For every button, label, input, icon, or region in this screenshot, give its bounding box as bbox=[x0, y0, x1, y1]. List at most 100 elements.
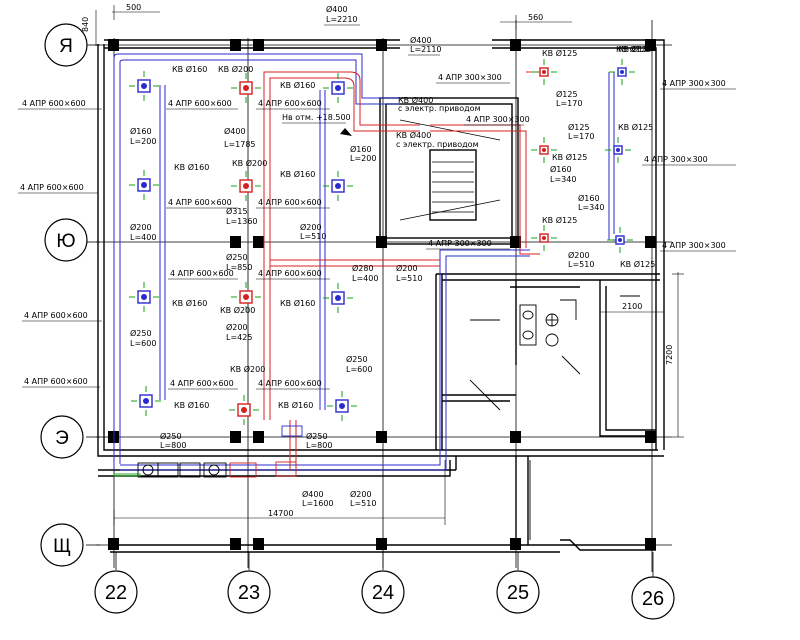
duct-annotation: L=170 bbox=[556, 99, 582, 108]
exhaust-diffuser-icon bbox=[323, 171, 353, 201]
exhaust-ducts bbox=[113, 53, 620, 471]
duct-annotation: 4 АПР 300×300 bbox=[662, 241, 726, 250]
duct-annotation: КВ Ø200 bbox=[232, 158, 267, 168]
walls bbox=[97, 39, 665, 553]
duct-annotation: Ø200 bbox=[300, 222, 322, 232]
duct-annotation: КВ Ø125 bbox=[542, 48, 577, 58]
duct-annotation: КВ Ø125 bbox=[552, 152, 587, 162]
supply-diffuser-icon bbox=[231, 282, 261, 312]
duct-annotation: 4 АПР 600×600 bbox=[170, 269, 234, 278]
duct-annotation: Ø250 bbox=[306, 431, 328, 441]
exhaust-diffuser-icon bbox=[609, 59, 635, 85]
svg-text:25: 25 bbox=[507, 582, 529, 604]
duct-annotation: Ø200 bbox=[568, 250, 590, 260]
duct-annotation: Ø315 bbox=[226, 206, 248, 216]
duct-annotation: L=170 bbox=[568, 132, 594, 141]
row-axis-bubble: Ю bbox=[44, 218, 88, 262]
duct-annotation: 4 АПР 600×600 bbox=[258, 379, 322, 388]
axis-leaders bbox=[86, 44, 654, 578]
row-axis-bubble: Я bbox=[44, 23, 88, 67]
duct-annotation: КВ Ø160 bbox=[280, 169, 315, 179]
duct-annotation: КВ Ø160 bbox=[172, 64, 207, 74]
svg-text:22: 22 bbox=[105, 582, 127, 604]
duct-annotation: 4 АПР 300×300 bbox=[466, 115, 530, 124]
duct-annotation: Нв отм. +18.500 bbox=[282, 113, 351, 122]
duct-annotation: 4 АПР 600×600 bbox=[24, 311, 88, 320]
duct-annotation: Ø160 bbox=[350, 144, 372, 154]
svg-text:Ю: Ю bbox=[56, 231, 75, 252]
duct-annotation: КВ Ø160 bbox=[280, 80, 315, 90]
duct-annotation: Ø250 bbox=[130, 328, 152, 338]
air-handling-unit bbox=[113, 425, 303, 478]
duct-annotation: Ø160 bbox=[578, 193, 600, 203]
duct-annotation: КВ Ø125 bbox=[542, 215, 577, 225]
duct-annotation: КВ Ø400 bbox=[398, 95, 433, 105]
supply-diffuser-icon bbox=[231, 171, 261, 201]
duct-annotation: 4 АПР 300×300 bbox=[438, 73, 502, 82]
duct-annotation: Ø200 bbox=[130, 222, 152, 232]
duct-annotation: Ø400 bbox=[410, 35, 432, 45]
duct-annotation: 4 АПР 300×300 bbox=[428, 239, 492, 248]
duct-annotation: 4 АПР 600×600 bbox=[258, 99, 322, 108]
dim-500: 500 bbox=[126, 3, 141, 12]
duct-annotation: 4 АПР 600×600 bbox=[168, 198, 232, 207]
supply-diffuser-icon bbox=[531, 225, 557, 251]
dim-560: 560 bbox=[528, 13, 543, 22]
stair-treads bbox=[399, 119, 501, 221]
duct-annotation: L=600 bbox=[346, 365, 372, 374]
duct-annotation: L=340 bbox=[578, 203, 604, 212]
duct-annotation: L=510 bbox=[568, 260, 594, 269]
duct-annotation: КВ Ø400 bbox=[396, 130, 431, 140]
duct-annotation: Ø280 bbox=[352, 263, 374, 273]
svg-text:Э: Э bbox=[55, 428, 69, 449]
row-axis-bubbles: Я Ю Э Щ bbox=[40, 23, 88, 567]
duct-annotation: L=1360 bbox=[226, 217, 258, 226]
duct-annotation: КВ Ø160 bbox=[278, 400, 313, 410]
duct-annotation: 4 АПР 600×600 bbox=[20, 183, 84, 192]
duct-annotation: КВ Ø125 bbox=[616, 44, 651, 54]
duct-annotation: Ø160 bbox=[130, 126, 152, 136]
wc-fixtures bbox=[469, 295, 640, 540]
duct-annotation: Ø400 bbox=[326, 4, 348, 14]
duct-annotation: Ø250 bbox=[160, 431, 182, 441]
duct-annotation: L=510 bbox=[300, 232, 326, 241]
duct-annotation: Ø125 bbox=[556, 89, 578, 99]
svg-text:Щ: Щ bbox=[53, 536, 71, 557]
duct-annotation: 4 АПР 600×600 bbox=[258, 198, 322, 207]
duct-annotation: КВ Ø125 bbox=[620, 259, 655, 269]
row-axis-bubble: Э bbox=[40, 415, 84, 459]
svg-text:26: 26 bbox=[642, 588, 664, 610]
duct-annotation: КВ Ø160 bbox=[174, 162, 209, 172]
exhaust-diffuser-icon bbox=[323, 283, 353, 313]
diffusers bbox=[129, 59, 635, 425]
supply-diffuser-icon bbox=[531, 59, 557, 85]
column-axis-bubble: 26 bbox=[631, 576, 675, 620]
duct-annotation: Ø200 bbox=[396, 263, 418, 273]
exhaust-diffuser-icon bbox=[607, 227, 633, 253]
duct-annotation: КВ Ø160 bbox=[172, 298, 207, 308]
exhaust-diffuser-icon bbox=[327, 391, 357, 421]
duct-annotation: Ø200 bbox=[226, 322, 248, 332]
row-axis-bubble: Щ bbox=[40, 523, 84, 567]
svg-text:Я: Я bbox=[59, 36, 73, 57]
duct-annotation: с электр. приводом bbox=[398, 104, 481, 113]
duct-annotation: 4 АПР 300×300 bbox=[662, 79, 726, 88]
duct-annotation: L=850 bbox=[226, 263, 252, 272]
duct-annotation: L=800 bbox=[306, 441, 332, 450]
duct-annotation: Ø400 bbox=[224, 126, 246, 136]
duct-annotation: L=400 bbox=[130, 233, 156, 242]
duct-annotation: L=340 bbox=[550, 175, 576, 184]
duct-annotation: L=2110 bbox=[410, 45, 442, 54]
dim-7200: 7200 bbox=[665, 345, 674, 365]
exhaust-diffuser-icon bbox=[129, 71, 159, 101]
duct-annotation: Ø250 bbox=[346, 354, 368, 364]
duct-annotation: с электр. приводом bbox=[396, 140, 479, 149]
leader-lines bbox=[18, 24, 736, 390]
exhaust-diffuser-icon bbox=[323, 73, 353, 103]
exhaust-diffuser-icon bbox=[605, 137, 631, 163]
dim-840: 840 bbox=[81, 17, 90, 32]
duct-annotation: 4 АПР 600×600 bbox=[168, 99, 232, 108]
column-axis-bubble: 24 bbox=[361, 570, 405, 614]
